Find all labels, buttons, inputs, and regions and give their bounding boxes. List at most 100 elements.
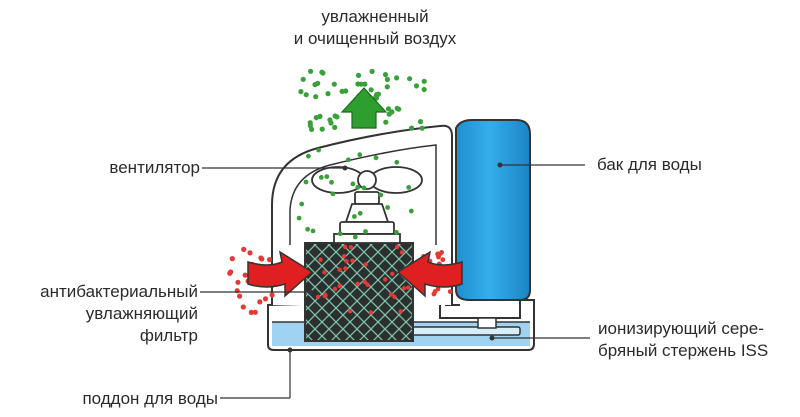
air-particle <box>369 68 375 74</box>
air-particle <box>394 159 400 165</box>
air-particle <box>437 251 443 257</box>
air-particle <box>431 291 437 297</box>
air-particle <box>355 281 360 286</box>
air-particle <box>330 191 336 197</box>
air-particle <box>368 87 374 93</box>
air-particle <box>322 270 327 275</box>
air-particle <box>392 294 397 300</box>
air-particle <box>331 81 337 87</box>
air-particle <box>324 174 330 180</box>
air-particle <box>342 244 348 250</box>
air-particle <box>357 152 363 158</box>
air-particle <box>229 256 235 262</box>
air-particle <box>318 175 324 180</box>
intake-arrow-right <box>396 250 463 298</box>
air-particle <box>242 272 248 278</box>
air-particle <box>348 309 353 314</box>
air-particle <box>325 91 331 97</box>
tank-label: бак для воды <box>597 155 702 174</box>
air-particle <box>269 292 275 298</box>
air-particle <box>388 292 394 297</box>
air-particle <box>394 244 400 250</box>
air-particle <box>241 246 247 252</box>
air-particle <box>337 267 342 272</box>
air-particle <box>385 106 392 112</box>
air-particle <box>262 296 269 302</box>
air-particle <box>363 229 368 234</box>
water-tank <box>455 119 531 301</box>
air-particle <box>316 147 321 153</box>
silver-rod-label: ионизирующий сере- бряный стержень ISS <box>598 319 769 360</box>
air-particle <box>352 214 357 219</box>
air-particle <box>309 126 315 132</box>
air-particle <box>329 179 334 185</box>
air-particle <box>382 72 389 78</box>
air-particle <box>357 210 363 216</box>
silver-rod <box>409 326 521 336</box>
air-particle <box>344 259 349 264</box>
air-particle <box>306 153 311 159</box>
air-particle <box>406 285 411 290</box>
air-particle <box>299 201 305 207</box>
air-particle <box>313 115 319 121</box>
air-particle <box>440 257 446 263</box>
air-particle <box>363 262 368 267</box>
air-particle <box>303 179 309 185</box>
air-particle <box>389 109 395 115</box>
air-particle <box>341 254 347 259</box>
clean-air-arrow <box>340 87 388 129</box>
air-particle <box>355 184 361 190</box>
air-particle <box>227 270 233 276</box>
air-particle <box>343 266 348 271</box>
air-particle <box>315 80 321 86</box>
air-particle <box>313 94 319 100</box>
air-particle <box>332 113 338 119</box>
air-particle <box>337 231 343 237</box>
air-particle <box>332 124 338 130</box>
air-particle <box>394 105 400 111</box>
air-particle <box>419 125 425 131</box>
air-particle <box>247 250 253 256</box>
air-particle <box>355 72 362 78</box>
air-particle <box>390 271 395 276</box>
air-particle <box>303 92 309 98</box>
air-particle <box>259 256 265 262</box>
air-particle <box>310 228 316 234</box>
air-particle <box>358 81 364 87</box>
air-particle <box>319 69 325 75</box>
fan-label: вентилятор <box>109 158 200 177</box>
air-particle <box>237 293 243 299</box>
air-particle <box>350 181 356 187</box>
air-particle <box>398 309 403 314</box>
air-particle <box>373 155 379 161</box>
air-particle <box>421 86 427 93</box>
air-particle <box>308 68 314 74</box>
air-particle <box>362 279 367 285</box>
air-particle <box>300 76 306 82</box>
filter-label: антибактериальный увлажняющий фильтр <box>40 282 198 345</box>
water-tray-label: поддон для воды <box>82 389 218 408</box>
air-particle <box>407 76 413 82</box>
air-particle <box>408 208 414 214</box>
air-particle <box>235 279 241 285</box>
air-particle <box>339 88 345 94</box>
air-particle <box>399 250 405 255</box>
air-particle <box>447 289 453 294</box>
air-particle <box>350 258 355 263</box>
air-particle <box>323 292 328 297</box>
air-particle <box>368 310 373 315</box>
air-particle <box>401 286 407 291</box>
air-particle <box>383 277 388 282</box>
air-particle <box>385 205 390 210</box>
air-particle <box>348 245 354 250</box>
air-particle <box>378 192 384 198</box>
air-particle <box>384 84 390 90</box>
air-particle <box>413 83 420 89</box>
air-particle <box>332 286 338 292</box>
air-particle <box>361 185 367 191</box>
intake-arrow-left <box>247 250 314 298</box>
air-particle <box>435 286 441 292</box>
air-particle <box>394 229 399 235</box>
